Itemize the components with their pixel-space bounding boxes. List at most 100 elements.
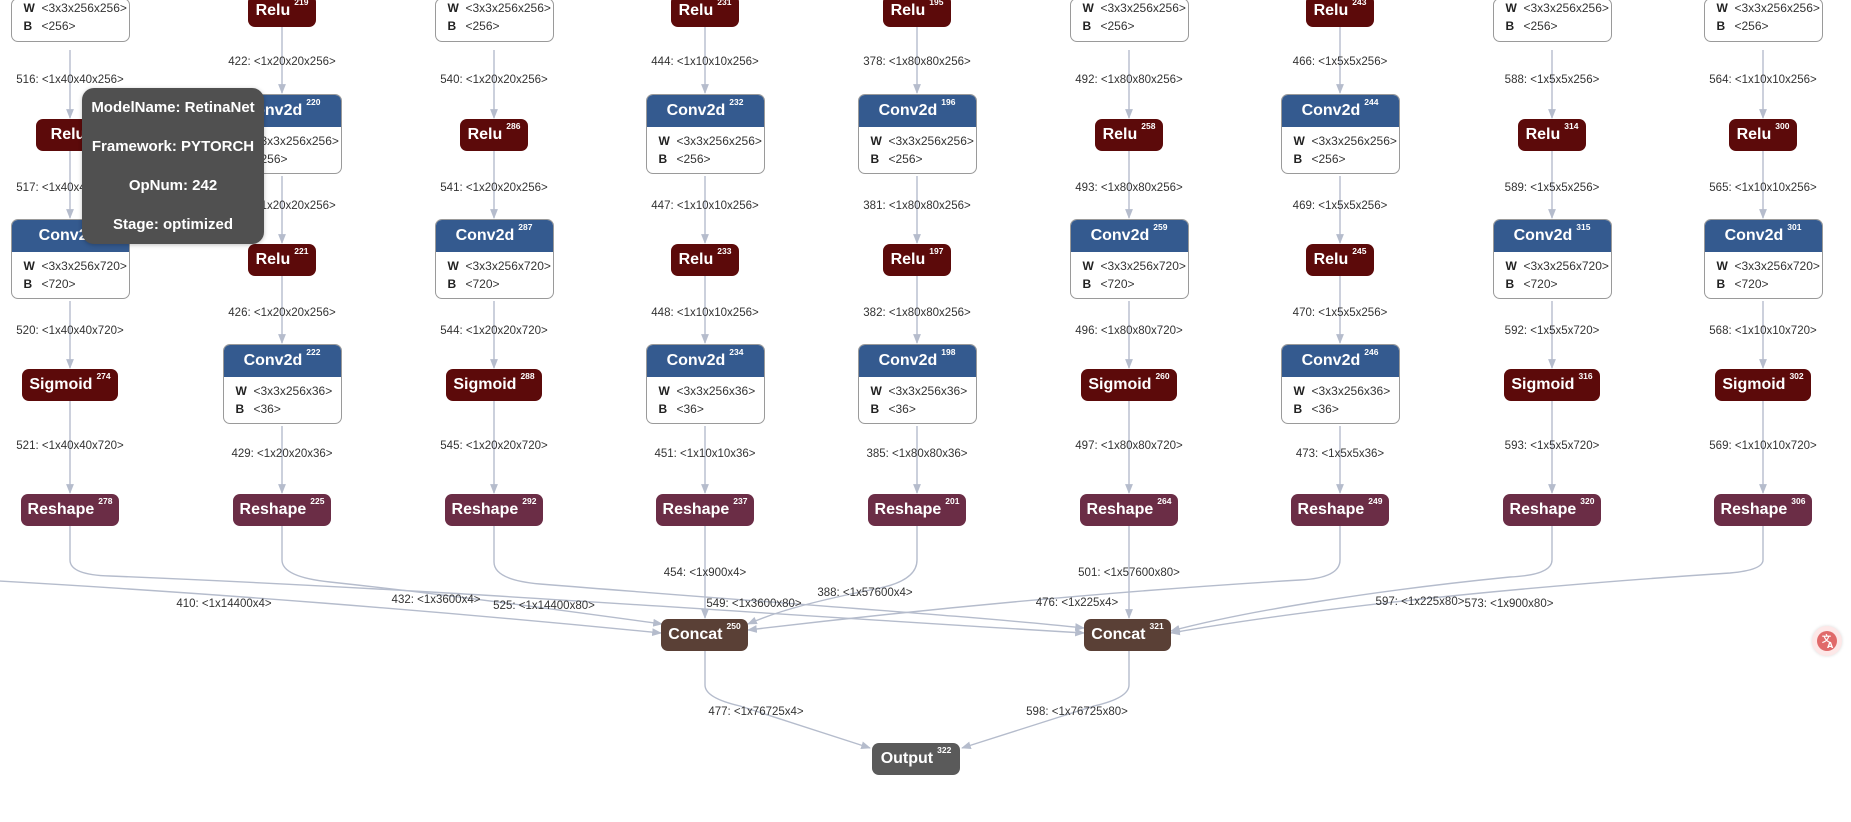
merge-edge-label: 597: <1x225x80>: [1375, 596, 1465, 608]
param-key-b: B: [870, 152, 880, 166]
conv2d-id: 246: [1364, 347, 1379, 357]
relu-label: Relu: [255, 2, 291, 19]
conv-param-b: B<720>: [1071, 275, 1188, 293]
conv-param-w: W<3x3x256x720>: [1705, 257, 1822, 275]
conv2d-label: Conv2d: [666, 102, 726, 119]
edge-line: [747, 526, 918, 625]
param-key-w: W: [870, 384, 882, 398]
conv-param-b: B<256>: [647, 150, 764, 168]
relu-id: 221: [294, 246, 309, 256]
edge-label: 521: <1x40x40x720>: [16, 440, 124, 452]
conv2d-node[interactable]: W<3x3x256x256>B<256>: [1492, 0, 1612, 42]
conv2d-label: Conv2d: [243, 352, 303, 369]
edge-label: 589: <1x5x5x256>: [1504, 182, 1600, 194]
conv2d-label: Conv2d: [1090, 227, 1150, 244]
param-value-w: <3x3x256x36>: [888, 384, 968, 398]
edge-label: 568: <1x10x10x720>: [1709, 325, 1817, 337]
conv-params: W<3x3x256x256>B<256>: [1705, 0, 1822, 41]
conv-param-w: W<3x3x256x720>: [1494, 257, 1611, 275]
conv2d-id: 234: [729, 347, 744, 357]
param-value-w: <3x3x256x720>: [1523, 259, 1609, 273]
param-key-b: B: [447, 19, 457, 33]
conv2d-label: Conv2d: [1301, 352, 1361, 369]
conv2d-id: 220: [306, 97, 321, 107]
translate-icon[interactable]: 文 A: [1812, 626, 1842, 656]
conv-param-b: B<720>: [436, 275, 553, 293]
param-value-b: <256>: [465, 19, 500, 33]
concat-label: Concat: [1091, 626, 1146, 643]
relu-label: Relu: [1313, 2, 1349, 19]
conv-param-b: B<256>: [1705, 17, 1822, 35]
conv2d-node[interactable]: W<3x3x256x256>B<256>: [1069, 0, 1189, 42]
svg-text:文: 文: [1821, 633, 1832, 645]
relu-id: 219: [294, 0, 309, 7]
concat-label: Concat: [668, 626, 723, 643]
edge-label: 545: <1x20x20x720>: [440, 440, 548, 452]
conv2d-node[interactable]: W<3x3x256x256> B <256>: [434, 0, 554, 42]
edge-label: 497: <1x80x80x720>: [1075, 440, 1183, 452]
param-value-b: <36>: [1311, 402, 1339, 416]
edge-label: 588: <1x5x5x256>: [1504, 74, 1600, 86]
conv-param-b: B<256>: [1282, 150, 1399, 168]
conv-params: W<3x3x256x36>B<36>: [224, 377, 341, 423]
conv-param-b: B<256>: [859, 150, 976, 168]
edge-label: 520: <1x40x40x720>: [16, 325, 124, 337]
conv-param-w: W<3x3x256x720>: [436, 257, 553, 275]
sigmoid-id: 288: [520, 371, 535, 381]
param-value-w: <3x3x256x256>: [253, 134, 339, 148]
conv2d-label: Conv2d: [878, 102, 938, 119]
relu-id: 233: [717, 246, 732, 256]
reshape-label: Reshape: [1086, 501, 1154, 518]
conv2d-node[interactable]: W<3x3x256x256>B<256>: [1703, 0, 1823, 42]
edge-label: 381: <1x80x80x256>: [863, 200, 971, 212]
conv2d-node[interactable]: W<3x3x256x256>B<256>: [10, 0, 130, 42]
sigmoid-id: 274: [96, 371, 111, 381]
conv-param-b: B<36>: [859, 400, 976, 418]
reshape-label: Reshape: [451, 501, 519, 518]
param-value-b: <256>: [41, 19, 76, 33]
edge-label: 447: <1x10x10x256>: [651, 200, 759, 212]
conv-param-w: W<3x3x256x256>: [436, 0, 553, 17]
